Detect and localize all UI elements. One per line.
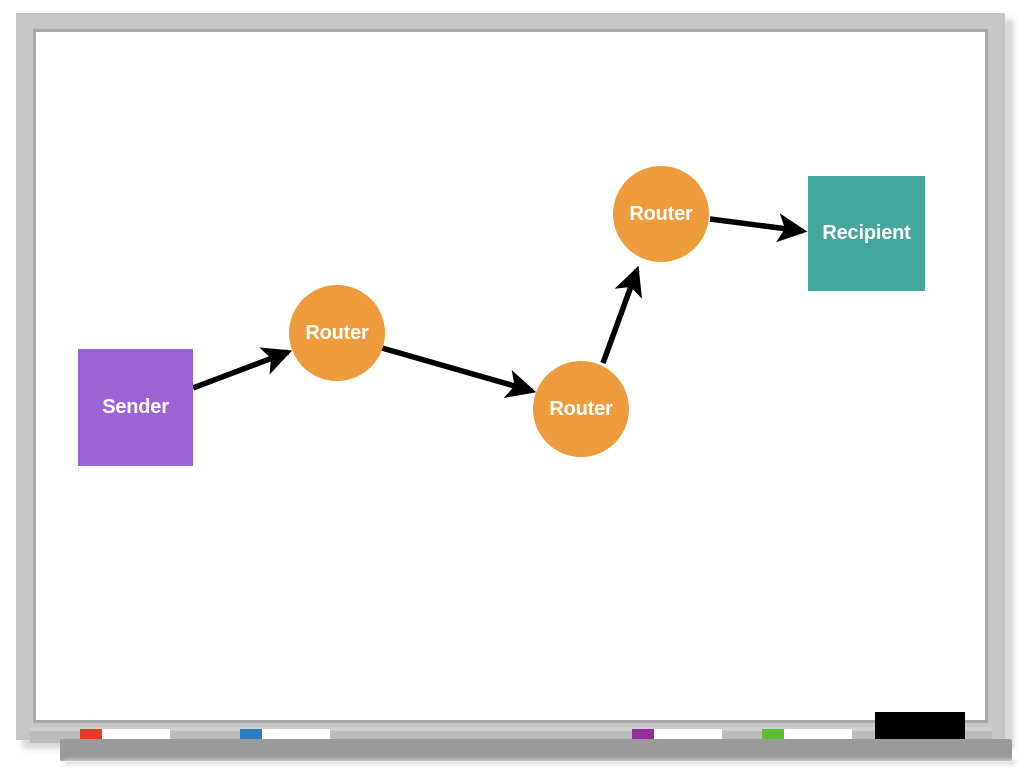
node-router-3-label: Router (629, 202, 693, 225)
routing-diagram: Sender Router Router Router Recipient (36, 32, 985, 720)
node-router-3[interactable]: Router (613, 166, 709, 262)
node-router-2-label: Router (549, 397, 613, 420)
marker-tray-front (60, 739, 1012, 761)
diagram-edges-layer (192, 213, 808, 399)
node-router-2[interactable]: Router (533, 361, 629, 457)
node-router-1-label: Router (305, 321, 369, 344)
edge-router-2-to-router-3 (600, 265, 643, 364)
node-sender-label: Sender (102, 396, 169, 418)
node-recipient[interactable]: Recipient (808, 176, 925, 291)
marker-tray-shadow (64, 760, 1016, 765)
edge-router-1-to-router-2 (381, 345, 537, 399)
edge-router-3-to-recipient (709, 213, 808, 243)
node-recipient-label: Recipient (822, 222, 911, 244)
node-sender[interactable]: Sender (78, 349, 193, 466)
node-router-1[interactable]: Router (289, 285, 385, 381)
edge-sender-to-router-1 (192, 347, 293, 391)
marker-tray-ledge-highlight (30, 727, 992, 731)
